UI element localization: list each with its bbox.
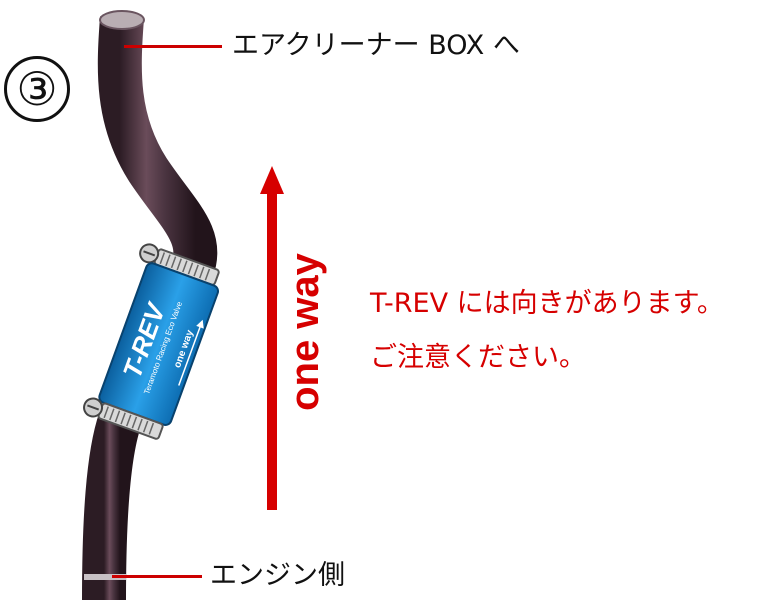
- lower-hose: [82, 412, 141, 600]
- hose-top-end: [99, 10, 145, 30]
- engine-side-label: エンジン側: [210, 560, 345, 591]
- step-number: ③: [4, 56, 70, 122]
- t-rev-valve: T-REV Teramoto Racing Eco Valve one way: [83, 243, 220, 440]
- caution-note-line1: T-REV には向きがあります。: [370, 288, 724, 319]
- leader-line-bottom: [112, 575, 202, 578]
- air-cleaner-label: エアクリーナー BOX へ: [232, 30, 520, 61]
- hose-bottom-band: [84, 574, 126, 580]
- one-way-label: one way: [283, 252, 327, 411]
- one-way-arrow-head: [260, 166, 284, 194]
- leader-line-top: [124, 45, 222, 48]
- caution-note-line2: ご注意ください。: [370, 342, 586, 373]
- upper-hose: [97, 16, 218, 278]
- one-way-arrow-shaft: [267, 192, 277, 510]
